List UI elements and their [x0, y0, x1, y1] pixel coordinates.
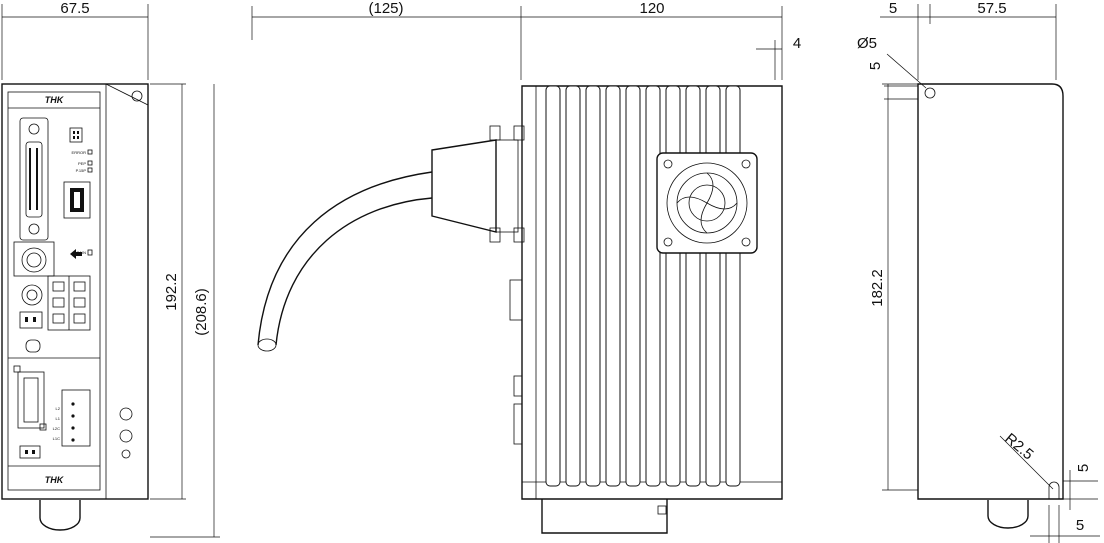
round-connector	[21, 247, 47, 273]
rear-body	[917, 83, 1064, 500]
side-cable-dim: (125)	[368, 0, 403, 17]
front-width-dim: 67.5	[60, 0, 89, 17]
connector-hood	[431, 139, 497, 233]
front-height-dim: 192.2	[163, 273, 180, 311]
side-view: (125) 120 4	[251, 0, 801, 534]
rear-hole-offset-dim: 5	[867, 62, 884, 70]
front-panel	[7, 91, 101, 491]
cooling-fan	[656, 152, 758, 254]
label-p15p: P.15P	[76, 168, 87, 173]
rear-offset-dim: 5	[889, 0, 897, 17]
front-overall-height-dim: (208.6)	[193, 288, 210, 336]
front-view: 67.5 THK ERROR PEP P.15P	[1, 0, 220, 538]
label-error: ERROR	[72, 150, 87, 155]
side-offset-dim: 4	[793, 35, 801, 52]
rear-bottom-offset-dim: 5	[1075, 464, 1092, 472]
rear-radius-dim: R2.5	[1001, 430, 1036, 463]
rear-height-dim: 182.2	[869, 269, 886, 307]
toggle-switch	[63, 181, 91, 219]
cable	[257, 171, 433, 346]
rear-bottom-edge-dim: 5	[1076, 517, 1084, 534]
power-terminal	[61, 389, 91, 447]
rear-hole-dia-dim: Ø5	[857, 35, 877, 52]
label-pep: PEP	[78, 161, 86, 166]
heat-sink-fins	[545, 85, 741, 487]
rotary-switch	[21, 284, 43, 306]
rear-view: 5 57.5 Ø5 5 182.2 R2.5 5 5	[857, 0, 1100, 543]
label-l1c: L1C	[53, 436, 60, 441]
label-l1: L1	[56, 416, 61, 421]
side-depth-dim: 120	[639, 0, 664, 17]
logo-top: THK	[45, 95, 65, 105]
lower-connector	[17, 371, 45, 429]
front-body	[1, 83, 149, 500]
d-sub-connector	[19, 117, 49, 241]
label-l2: L2	[56, 406, 61, 411]
mounting-hole	[924, 87, 936, 99]
label-gain: GAIN	[76, 250, 86, 255]
logo-bottom: THK	[45, 475, 65, 485]
label-l2c: L2C	[53, 426, 60, 431]
rear-width-dim: 57.5	[977, 0, 1006, 17]
